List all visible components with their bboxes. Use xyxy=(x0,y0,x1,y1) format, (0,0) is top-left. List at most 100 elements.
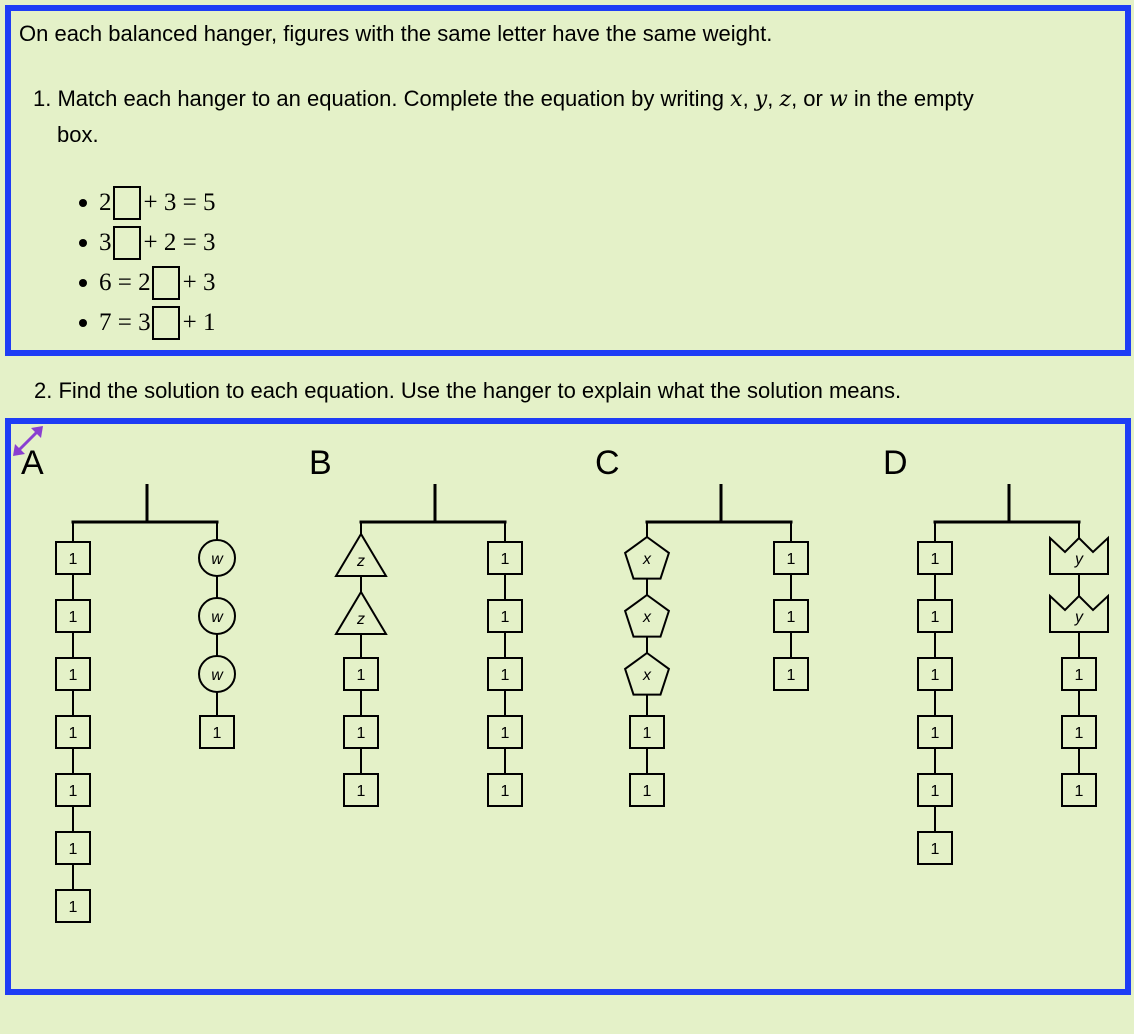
right-weight: 1 xyxy=(487,715,523,749)
shape-label: 1 xyxy=(931,725,940,742)
left-weight: 1 xyxy=(629,715,665,749)
equation-rhs: + 3 xyxy=(182,269,216,296)
question-1-number: 1. xyxy=(33,86,52,111)
shape-label: z xyxy=(356,553,365,570)
right-weight: 1 xyxy=(487,599,523,633)
shape-label: 1 xyxy=(501,783,510,800)
shape-label: 1 xyxy=(931,783,940,800)
sep: , or xyxy=(791,86,829,111)
left-weight: 1 xyxy=(917,599,953,633)
shape-label: y xyxy=(1074,609,1084,626)
var-x: x xyxy=(730,87,743,112)
left-weight: 1 xyxy=(55,541,91,575)
hangers-diagram: A1111111www1Bzz11111111Cxxx11111D111111y… xyxy=(21,444,1109,923)
right-weight: y xyxy=(1049,535,1109,575)
shape-label: 1 xyxy=(501,551,510,568)
right-weight: w xyxy=(198,655,236,693)
question-1-text: Match each hanger to an equation. Comple… xyxy=(57,86,731,111)
bullet xyxy=(79,199,87,207)
shape-label: 1 xyxy=(1075,667,1084,684)
shape-label: w xyxy=(211,609,224,626)
shape-label: x xyxy=(642,551,652,568)
left-weight: 1 xyxy=(55,831,91,865)
equation-lhs: 7 = 3 xyxy=(99,309,151,336)
question-1-text-end: in the empty xyxy=(847,86,974,111)
hanger-label: B xyxy=(309,444,332,482)
right-weight: 1 xyxy=(1061,715,1097,749)
shape-label: 1 xyxy=(69,725,78,742)
left-weight: 1 xyxy=(55,657,91,691)
shape-label: 1 xyxy=(501,609,510,626)
right-weight: 1 xyxy=(487,541,523,575)
shape-label: 1 xyxy=(69,783,78,800)
equation-item: 7 = 3+ 1 xyxy=(71,303,215,343)
left-weight: x xyxy=(623,651,671,696)
shape-label: 1 xyxy=(643,783,652,800)
shape-label: 1 xyxy=(69,667,78,684)
right-weight: 1 xyxy=(487,657,523,691)
shape-label: 1 xyxy=(69,841,78,858)
question-1-panel: On each balanced hanger, figures with th… xyxy=(5,5,1131,356)
shape-label: z xyxy=(356,611,365,628)
shape-label: 1 xyxy=(1075,725,1084,742)
shape-label: 1 xyxy=(931,841,940,858)
left-weight: z xyxy=(334,590,388,635)
left-weight: 1 xyxy=(917,715,953,749)
shape-label: 1 xyxy=(69,609,78,626)
hanger-label: D xyxy=(883,444,908,482)
right-weight: 1 xyxy=(1061,773,1097,807)
right-weight: 1 xyxy=(1061,657,1097,691)
equation-rhs: + 2 = 3 xyxy=(143,229,216,256)
right-weight: 1 xyxy=(773,599,809,633)
answer-box[interactable] xyxy=(151,266,180,300)
bullet xyxy=(79,319,87,327)
bullet xyxy=(79,279,87,287)
question-2: 2. Find the solution to each equation. U… xyxy=(34,378,902,403)
shape-label: 1 xyxy=(1075,783,1084,800)
shape-label: 1 xyxy=(501,667,510,684)
right-weight: 1 xyxy=(773,541,809,575)
shape-label: w xyxy=(211,551,224,568)
shape-label: 1 xyxy=(357,667,366,684)
answer-box[interactable] xyxy=(112,226,141,260)
expand-arrows-icon[interactable] xyxy=(11,424,45,458)
sep: , xyxy=(767,86,780,111)
left-weight: 1 xyxy=(917,773,953,807)
question-1-line2: box. xyxy=(57,122,99,147)
left-weight: z xyxy=(334,532,388,577)
var-z: z xyxy=(779,87,792,112)
question-1: 1. Match each hanger to an equation. Com… xyxy=(33,81,1073,152)
answer-box[interactable] xyxy=(112,186,141,220)
bullet xyxy=(79,239,87,247)
right-weight: y xyxy=(1049,593,1109,633)
hanger-label: C xyxy=(595,444,620,482)
var-y: y xyxy=(754,87,768,112)
left-weight: 1 xyxy=(343,773,379,807)
shape-label: 1 xyxy=(213,725,222,742)
shape-label: 1 xyxy=(357,783,366,800)
equation-item: 2+ 3 = 5 xyxy=(71,183,215,223)
equation-item: 3 + 2 = 3 xyxy=(71,223,215,263)
left-weight: 1 xyxy=(343,715,379,749)
hanger-b: Bz z 1 1 1 1 1 1 1 1 xyxy=(309,444,523,807)
left-weight: 1 xyxy=(55,889,91,923)
left-weight: 1 xyxy=(629,773,665,807)
shape-label: 1 xyxy=(787,667,796,684)
right-weight: w xyxy=(198,539,236,577)
shape-label: 1 xyxy=(787,609,796,626)
shape-label: 1 xyxy=(931,667,940,684)
shape-label: 1 xyxy=(69,899,78,916)
shape-label: 1 xyxy=(501,725,510,742)
shape-label: 1 xyxy=(357,725,366,742)
answer-box[interactable] xyxy=(151,306,180,340)
shape-label: y xyxy=(1074,551,1084,568)
equation-lhs: 3 xyxy=(99,229,112,256)
left-weight: 1 xyxy=(55,599,91,633)
shape-label: 1 xyxy=(787,551,796,568)
intro-text: On each balanced hanger, figures with th… xyxy=(19,21,773,46)
equation-list: 2+ 3 = 5 3+ 2 = 3 6 = 2+ 3 7 = 3+ 1 xyxy=(71,183,215,343)
